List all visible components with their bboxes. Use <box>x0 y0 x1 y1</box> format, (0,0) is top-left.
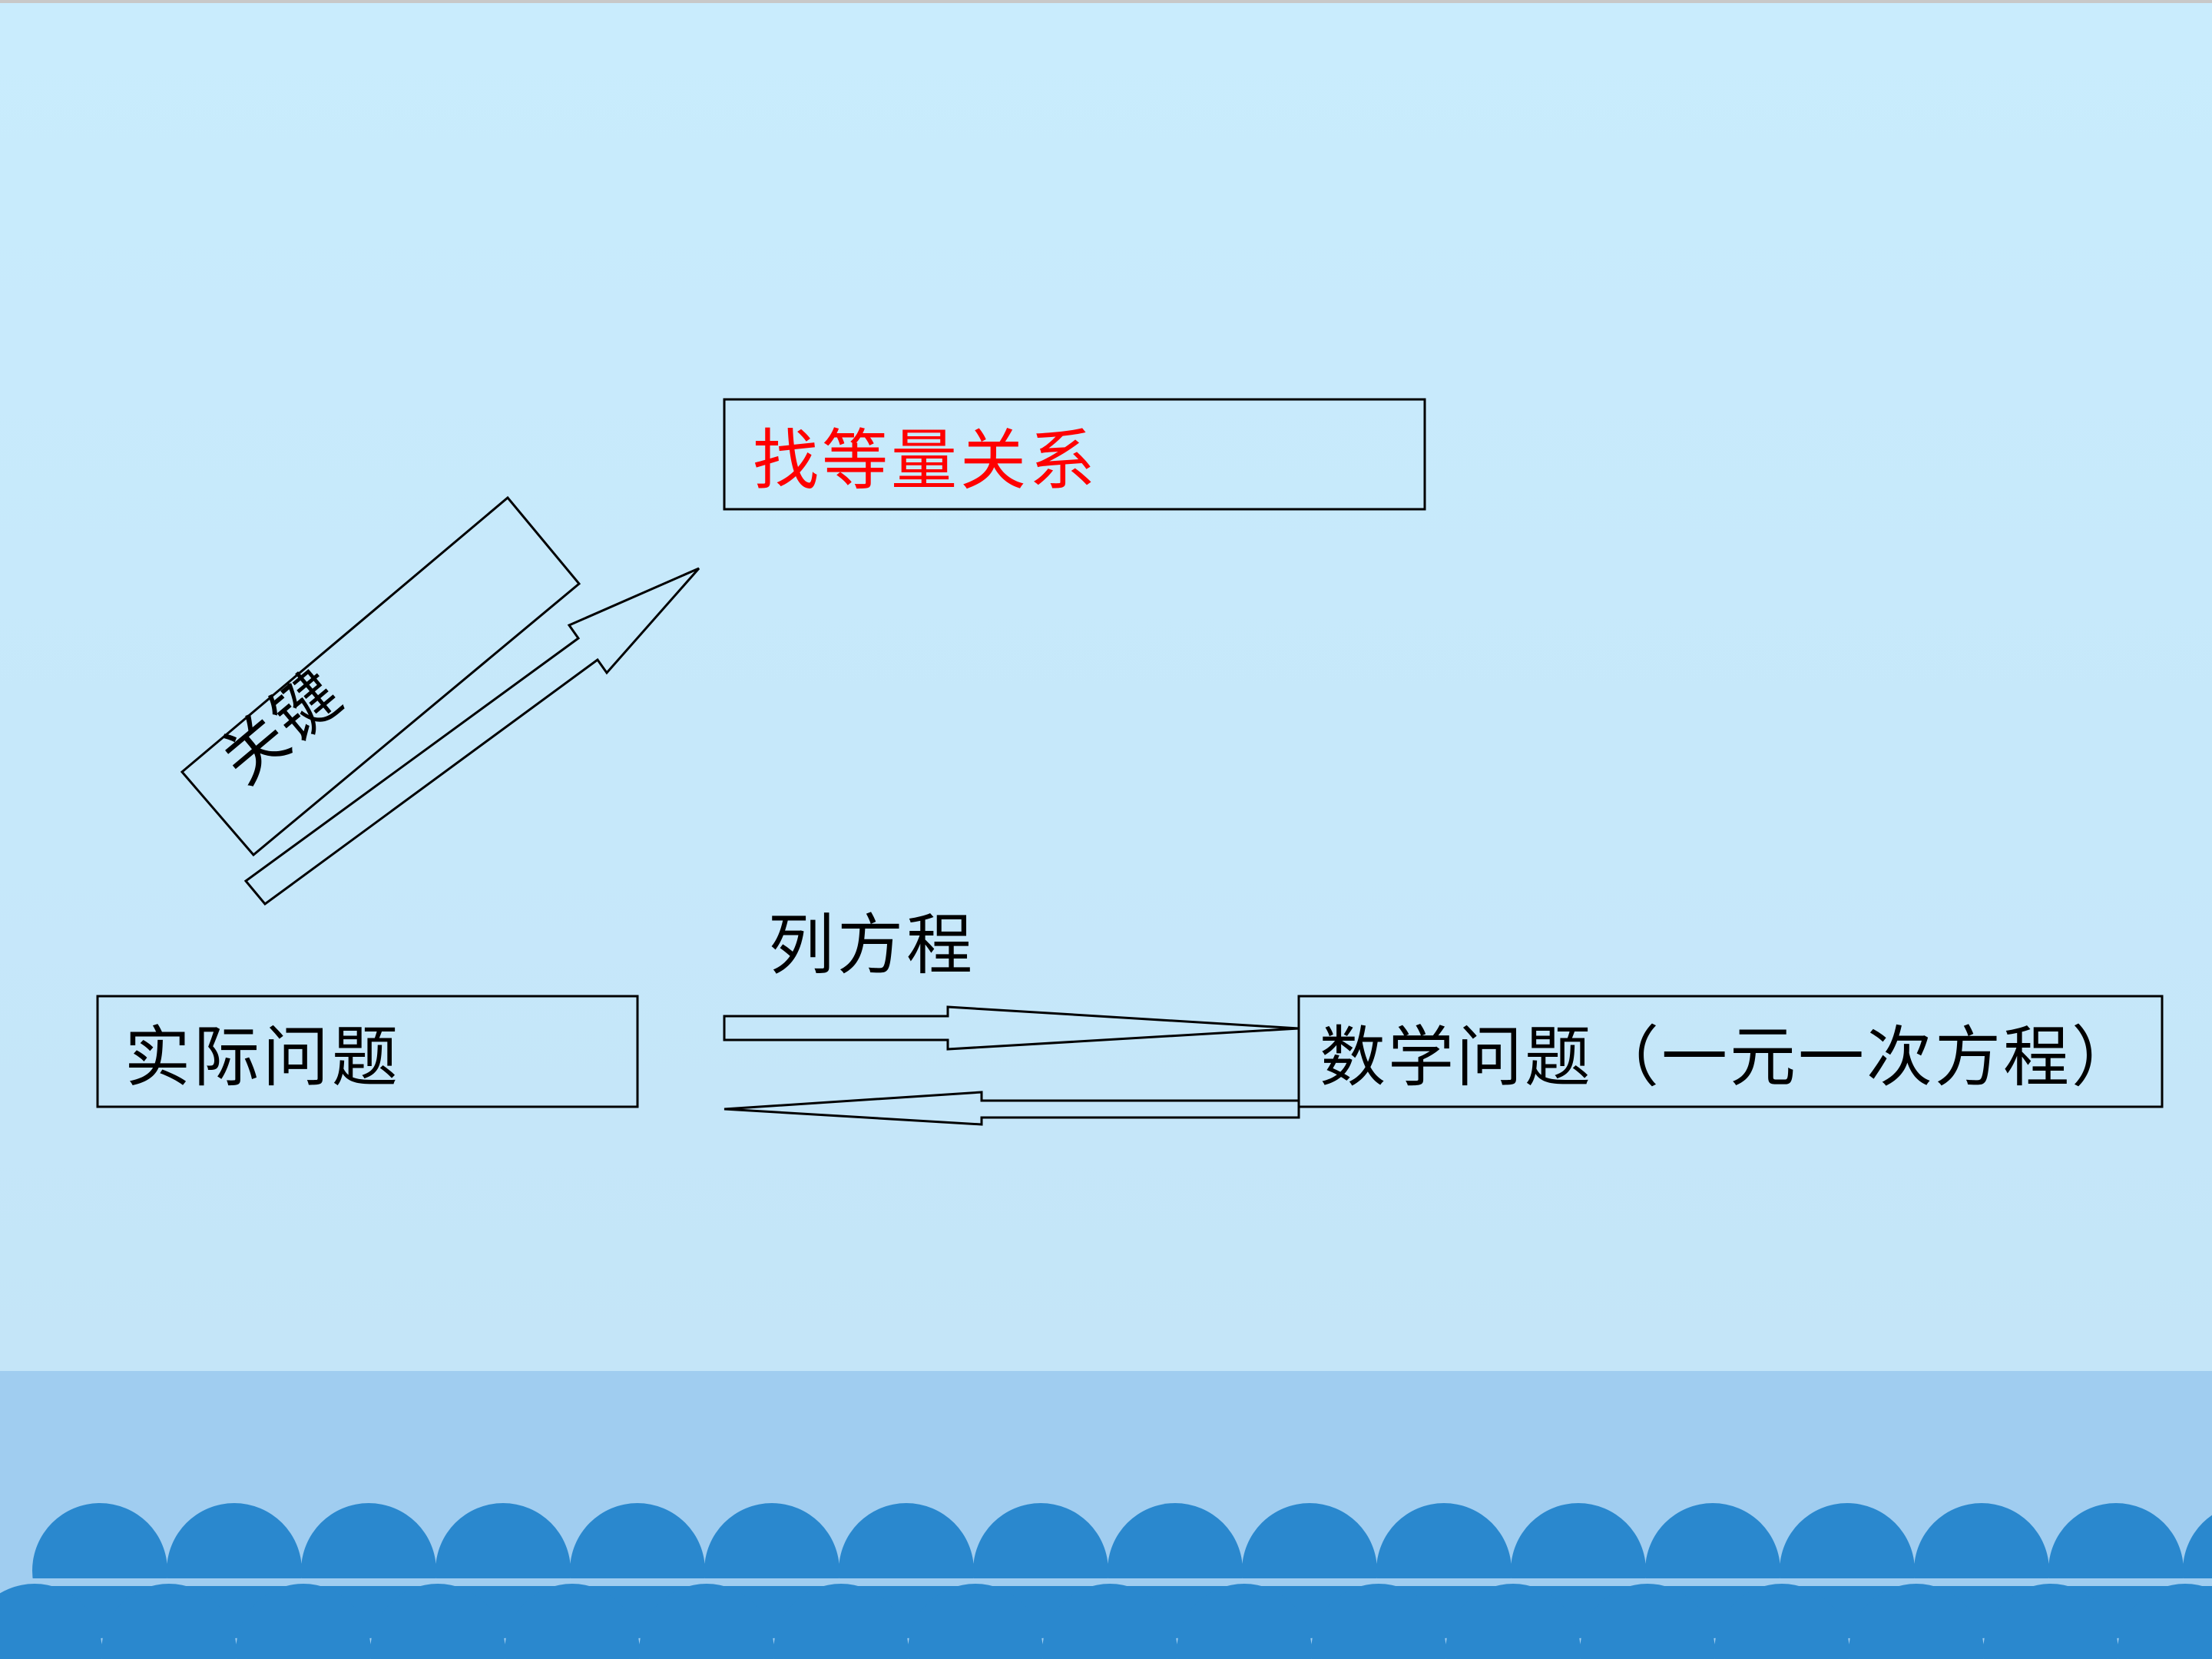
left-box <box>96 995 639 1108</box>
wave-circle-front <box>1983 1584 2118 1659</box>
wave-circle-front <box>1445 1584 1581 1659</box>
wave-circle-front <box>0 1584 102 1659</box>
wave-gap <box>0 1578 2212 1586</box>
left-arrow-shape <box>724 1091 1300 1126</box>
wave-circle-front <box>2118 1584 2212 1659</box>
wave-decoration <box>0 1503 2212 1659</box>
right-box-label: 数学问题（一元一次方程） <box>1320 1019 2140 1096</box>
arrow-label: 列方程 <box>768 907 975 984</box>
right-arrow <box>723 1005 1300 1051</box>
right-box <box>1297 995 2164 1108</box>
wave-circle-front <box>1849 1584 1984 1659</box>
wave-circle-front <box>1177 1584 1312 1659</box>
wave-circle-front <box>1042 1584 1177 1659</box>
wave-circle-front <box>505 1584 640 1659</box>
wave-circle-front <box>236 1584 371 1659</box>
wave-circle-front <box>908 1584 1043 1659</box>
wave-circle-front <box>1714 1584 1849 1659</box>
diagonal-arrow <box>243 567 700 906</box>
top-box <box>723 398 1426 511</box>
wave-circle-front <box>1580 1584 1715 1659</box>
wave-circle-front <box>773 1584 909 1659</box>
sky-area <box>0 0 2212 1371</box>
wave-circle-front <box>101 1584 237 1659</box>
top-edge-line <box>0 0 2212 3</box>
wave-circle-front <box>1311 1584 1446 1659</box>
wave-circle-front <box>639 1584 774 1659</box>
left-box-label: 实际问题 <box>124 1019 401 1096</box>
top-box-label: 找等量关系 <box>753 422 1098 499</box>
wave-circle-front <box>370 1584 505 1659</box>
key-box <box>180 495 581 857</box>
